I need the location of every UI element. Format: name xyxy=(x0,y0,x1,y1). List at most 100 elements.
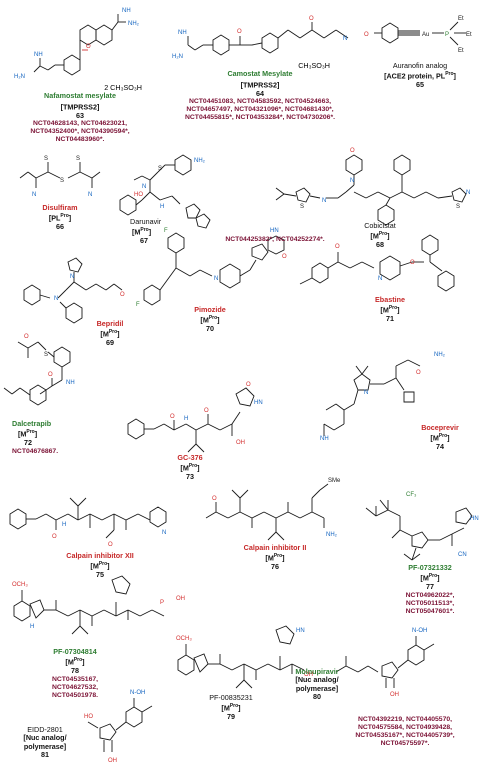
compound-number: 78 xyxy=(71,666,79,676)
atom-label: N xyxy=(142,184,146,190)
structure-79 xyxy=(177,625,305,689)
atom-label: O xyxy=(246,382,251,388)
structure-65 xyxy=(374,21,466,46)
structure-68 xyxy=(275,154,467,226)
compound-name: Calpain inhibitor XII xyxy=(66,551,134,560)
compound-number: 67 xyxy=(140,236,148,246)
atom-label: N xyxy=(32,192,36,198)
atom-label: S xyxy=(60,178,64,184)
structure-74 xyxy=(323,359,421,436)
atom-label: N xyxy=(162,530,166,536)
atom-label: O xyxy=(335,244,340,250)
atom-label: NH xyxy=(178,30,187,36)
target-label: [MPro] xyxy=(100,329,120,339)
structure-76 xyxy=(205,483,329,541)
atom-label: OH xyxy=(390,692,399,698)
atom-label: HN xyxy=(270,228,279,234)
target-label: [Nuc analog/ polymerase] xyxy=(295,675,339,693)
caption-67: Darunavir [MPro] 67 xyxy=(120,217,280,246)
atom-label: N xyxy=(88,192,92,198)
caption-68: Cobicistat [MPro] 68 xyxy=(330,221,430,250)
structure-67 xyxy=(119,154,211,229)
atom-label: N xyxy=(466,190,470,196)
compound-name: EIDD-2801 xyxy=(27,725,63,734)
atom-label: NH₂ xyxy=(194,158,206,164)
target-label: [MPro] xyxy=(430,433,450,443)
compound-number: 79 xyxy=(227,712,235,722)
atom-label: N xyxy=(364,390,368,396)
structure-77 xyxy=(365,499,473,561)
target-label: [TMPRSS2] xyxy=(60,102,100,112)
nct-list: NCT04451083, NCT04583592, NCT04524663, N… xyxy=(184,98,335,122)
atom-label: OH xyxy=(176,596,185,602)
target-label: [MPro] xyxy=(65,657,85,667)
caption-67-nct: NCT04425382*, NCT04252274*. xyxy=(200,236,350,244)
caption-78: PF-07304814 [MPro] 78 NCT04535167, NCT04… xyxy=(20,647,130,700)
structure-71 xyxy=(299,234,455,292)
atom-label: N-OH xyxy=(412,628,427,634)
structure-66 xyxy=(19,162,101,188)
compound-number: 69 xyxy=(106,338,114,348)
atom-label: N xyxy=(70,274,74,280)
atom-label: Et xyxy=(458,48,464,54)
structure-73 xyxy=(127,387,255,453)
atom-label: NH₂ xyxy=(326,532,338,538)
atom-label: SMe xyxy=(328,478,341,484)
structure-69 xyxy=(23,257,123,324)
compound-number: 72 xyxy=(24,438,32,448)
structure-75 xyxy=(9,497,167,539)
nct-list: NCT04962022*, NCT05011513*, NCT05047601*… xyxy=(405,591,455,615)
nct-list: NCT04392219, NCT04405570, NCT04575584, N… xyxy=(355,716,455,747)
caption-77: PF-07321332 [MPro] 77 NCT04962022*, NCT0… xyxy=(380,563,480,616)
compound-number: 70 xyxy=(206,324,214,334)
atom-label: HN xyxy=(296,628,305,634)
structure-64 xyxy=(187,22,349,56)
compound-number: 75 xyxy=(96,570,104,580)
compound-number: 63 xyxy=(76,110,84,120)
compound-name: GC-376 xyxy=(177,453,203,462)
atom-label: N xyxy=(322,198,326,204)
structure-78 xyxy=(13,575,165,635)
caption-76: Calpain inhibitor II [MPro] 76 xyxy=(220,543,330,572)
atom-label: NH xyxy=(122,8,131,14)
atom-label: H₂N xyxy=(172,54,183,60)
target-label: [MPro] xyxy=(370,231,390,241)
compound-number: 71 xyxy=(386,314,394,324)
compound-name: Molnupiravir xyxy=(295,667,339,676)
nct-list: NCT04676867. xyxy=(12,447,59,455)
caption-65: Auranofin analog [ACE2 protein, PLPro] 6… xyxy=(360,61,480,90)
caption-79: PF-00835231 [MPro] 79 xyxy=(186,693,276,722)
structure-70 xyxy=(143,232,285,306)
atom-label: OCH₃ xyxy=(12,582,28,588)
atom-label: P xyxy=(160,600,164,606)
compound-name: Camostat Mesylate xyxy=(227,69,293,79)
atom-label: NH xyxy=(320,436,329,442)
atom-label: HO xyxy=(134,192,143,198)
atom-label: S xyxy=(158,166,162,172)
compound-name: PF-00835231 xyxy=(209,693,253,702)
target-label: [MPro] xyxy=(90,561,110,571)
caption-66: Disulfiram [PLPro] 66 xyxy=(10,203,110,232)
atom-label: CF₃ xyxy=(406,492,417,498)
compound-number: 76 xyxy=(271,562,279,572)
atom-label: O xyxy=(212,496,217,502)
compound-name: Bepridil xyxy=(96,319,124,328)
atom-label: O xyxy=(48,372,53,378)
atom-label: NH₂ xyxy=(128,21,140,27)
target-label: [MPro] xyxy=(265,553,285,563)
atom-label: O xyxy=(237,29,242,35)
compound-name: PF-07321332 xyxy=(408,563,452,572)
atom-label: O xyxy=(204,408,209,414)
atom-label: H xyxy=(184,416,188,422)
compound-number: 81 xyxy=(41,750,49,760)
atom-label: HN xyxy=(470,516,479,522)
compound-number: 64 xyxy=(256,88,264,98)
target-label: [MPro] xyxy=(200,315,220,325)
atom-label: N xyxy=(54,296,58,302)
nct-list: NCT04425382*, NCT04252274*. xyxy=(225,236,325,243)
atom-label: O xyxy=(52,534,57,540)
compound-number: 65 xyxy=(416,80,424,90)
caption-63: 2 CH₃SO₃H Nafamostat mesylate [TMPRSS2] … xyxy=(0,83,160,144)
